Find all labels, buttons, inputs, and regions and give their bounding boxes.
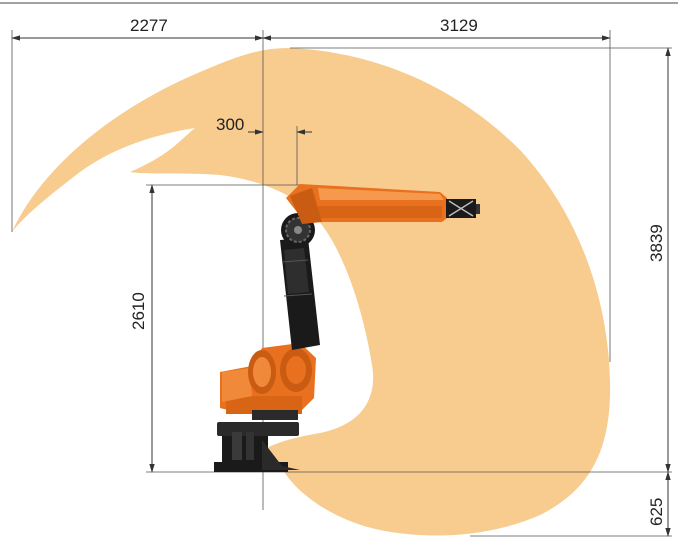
robot-lower-arm [280, 238, 320, 350]
work-envelope-area [12, 48, 611, 536]
robot-rotating-base [220, 343, 316, 420]
robot-upper-arm [286, 184, 447, 224]
dimension-label-reach-down: 625 [647, 498, 666, 526]
dimension-label-reach-front: 3129 [440, 16, 478, 35]
robot [214, 184, 480, 472]
dimension-label-reach-back: 2277 [130, 16, 168, 35]
dimension-label-wrist-offset: 300 [216, 115, 244, 134]
dimension-label-wrist-height: 2610 [129, 292, 148, 330]
dimension-label-reach-up: 3839 [647, 224, 666, 262]
robot-wrist [446, 199, 480, 218]
robot-base [214, 422, 300, 472]
